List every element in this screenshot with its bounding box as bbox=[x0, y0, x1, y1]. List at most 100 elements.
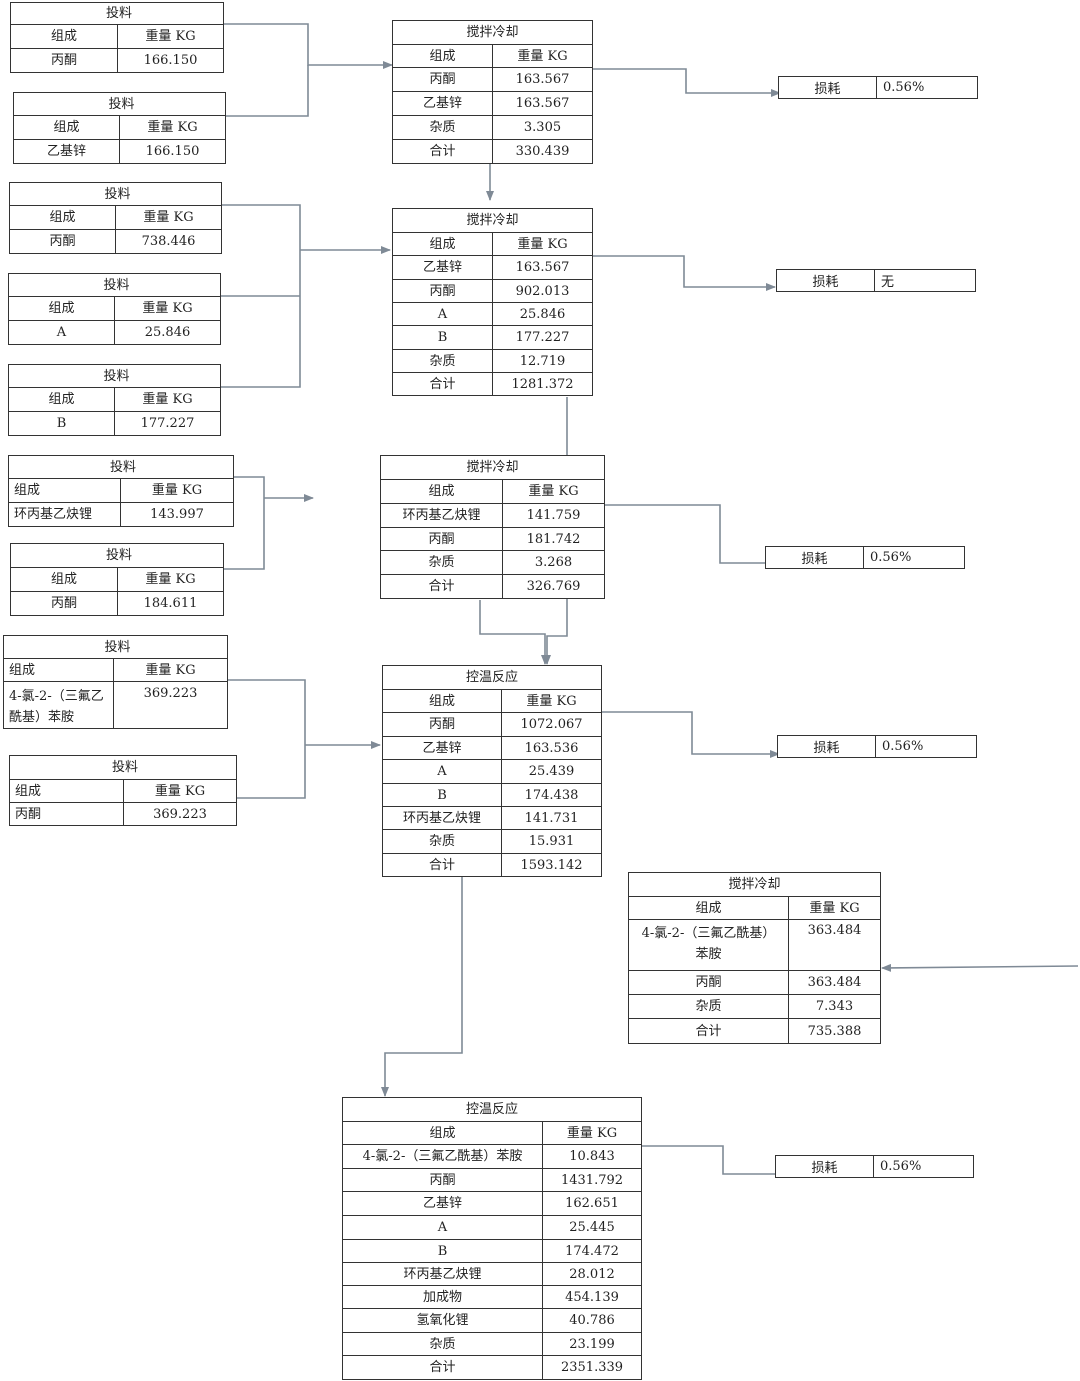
step-row-component: A bbox=[392, 302, 493, 326]
step-title: 搅拌冷却 bbox=[628, 872, 881, 897]
loss-label: 损耗 bbox=[776, 269, 875, 292]
step-row-component: 杂质 bbox=[382, 829, 502, 854]
feed-weight: 143.997 bbox=[120, 502, 234, 527]
step-row-weight: 141.759 bbox=[502, 503, 605, 528]
connector-feed8-merge bbox=[228, 679, 306, 799]
col-component-header: 组成 bbox=[382, 689, 502, 713]
step-row-component: 杂质 bbox=[380, 550, 503, 575]
step-row-component: A bbox=[382, 759, 502, 784]
step-row-weight: 174.438 bbox=[501, 783, 602, 807]
col-component-header: 组成 bbox=[13, 115, 120, 140]
col-component-header: 组成 bbox=[392, 232, 493, 256]
step-row-weight: 12.719 bbox=[492, 349, 593, 373]
step-row-component: 合计 bbox=[628, 1018, 789, 1044]
step-row-component: 环丙基乙炔锂 bbox=[382, 806, 502, 830]
step-row-weight: 454.139 bbox=[542, 1285, 642, 1309]
step-row-weight: 363.484 bbox=[788, 919, 881, 971]
step-row-weight: 163.567 bbox=[492, 67, 593, 92]
step-title: 控温反应 bbox=[382, 665, 602, 690]
loss-value: 0.56% bbox=[876, 76, 978, 99]
step-row-weight: 326.769 bbox=[502, 574, 605, 599]
col-weight-header: 重量 KG bbox=[501, 689, 602, 713]
step-row-component: 氢氧化锂 bbox=[342, 1308, 543, 1333]
step-row-component: B bbox=[392, 325, 493, 350]
feed-weight: 177.227 bbox=[114, 411, 221, 436]
col-component-header: 组成 bbox=[380, 479, 503, 504]
step-row-component: 乙基锌 bbox=[392, 255, 493, 280]
step-row-component: 丙酮 bbox=[382, 712, 502, 737]
step-row-weight: 177.227 bbox=[492, 325, 593, 350]
loss-label: 损耗 bbox=[765, 546, 864, 569]
col-weight-header: 重量 KG bbox=[492, 232, 593, 256]
feed-component: 4-氯-2-（三氟乙酰基）苯胺 bbox=[3, 681, 114, 729]
step-row-weight: 1593.142 bbox=[501, 853, 602, 877]
col-weight-header: 重量 KG bbox=[120, 478, 234, 503]
step-row-weight: 10.843 bbox=[542, 1144, 642, 1169]
col-weight-header: 重量 KG bbox=[117, 24, 224, 49]
step-row-component: 乙基锌 bbox=[382, 736, 502, 760]
step-row-weight: 735.388 bbox=[788, 1018, 881, 1044]
connector-feed3-step2 bbox=[220, 204, 301, 388]
loss-value: 0.56% bbox=[875, 735, 977, 758]
step-row-component: 合计 bbox=[380, 574, 503, 599]
step-row-component: 合计 bbox=[392, 139, 493, 164]
step-row-weight: 141.731 bbox=[501, 806, 602, 830]
step-row-component: 环丙基乙炔锂 bbox=[342, 1262, 543, 1286]
feed-component: 环丙基乙炔锂 bbox=[8, 502, 121, 527]
step-row-weight: 174.472 bbox=[542, 1239, 642, 1263]
step-row-component: 环丙基乙炔锂 bbox=[380, 503, 503, 528]
step-row-weight: 1072.067 bbox=[501, 712, 602, 737]
col-component-header: 组成 bbox=[9, 779, 124, 803]
feed-component: A bbox=[8, 320, 115, 345]
feed-weight: 25.846 bbox=[114, 320, 221, 345]
loss-box-2: 损耗无 bbox=[776, 269, 976, 292]
col-weight-header: 重量 KG bbox=[542, 1121, 642, 1145]
feed-weight: 166.150 bbox=[119, 139, 226, 164]
loss-value: 0.56% bbox=[863, 546, 965, 569]
step-row-weight: 363.484 bbox=[788, 970, 881, 995]
col-weight-header: 重量 KG bbox=[113, 658, 228, 682]
step-row-component: 合计 bbox=[382, 853, 502, 877]
step-row-component: 杂质 bbox=[392, 349, 493, 373]
connector-step4-step6 bbox=[381, 876, 463, 1097]
step-row-weight: 2351.339 bbox=[542, 1355, 642, 1380]
step-row-component: B bbox=[342, 1239, 543, 1263]
col-weight-header: 重量 KG bbox=[119, 115, 226, 140]
col-weight-header: 重量 KG bbox=[114, 296, 221, 321]
feed-weight: 184.611 bbox=[117, 591, 224, 616]
col-component-header: 组成 bbox=[8, 478, 121, 503]
step-title: 搅拌冷却 bbox=[392, 20, 593, 45]
step-row-weight: 162.651 bbox=[542, 1191, 642, 1216]
col-weight-header: 重量 KG bbox=[114, 387, 221, 412]
step-row-weight: 163.567 bbox=[492, 255, 593, 280]
connector-step1-loss1 bbox=[593, 68, 781, 97]
feed-component: B bbox=[8, 411, 115, 436]
connector-external-step5 bbox=[881, 963, 1079, 972]
step-title: 控温反应 bbox=[342, 1097, 642, 1122]
feed-title: 投料 bbox=[8, 455, 234, 479]
feed-component: 丙酮 bbox=[10, 591, 118, 616]
col-component-header: 组成 bbox=[10, 24, 118, 49]
feed-title: 投料 bbox=[8, 273, 221, 297]
loss-value: 无 bbox=[874, 269, 976, 292]
feed-component: 乙基锌 bbox=[13, 139, 120, 164]
step-row-weight: 23.199 bbox=[542, 1332, 642, 1356]
step-row-component: 加成物 bbox=[342, 1285, 543, 1309]
step-row-component: 丙酮 bbox=[392, 279, 493, 303]
col-component-header: 组成 bbox=[8, 387, 115, 412]
feed-title: 投料 bbox=[9, 182, 222, 206]
loss-label: 损耗 bbox=[778, 76, 877, 99]
step-row-weight: 163.567 bbox=[492, 91, 593, 116]
step-row-component: B bbox=[382, 783, 502, 807]
loss-label: 损耗 bbox=[777, 735, 876, 758]
step-row-component: 乙基锌 bbox=[342, 1191, 543, 1216]
